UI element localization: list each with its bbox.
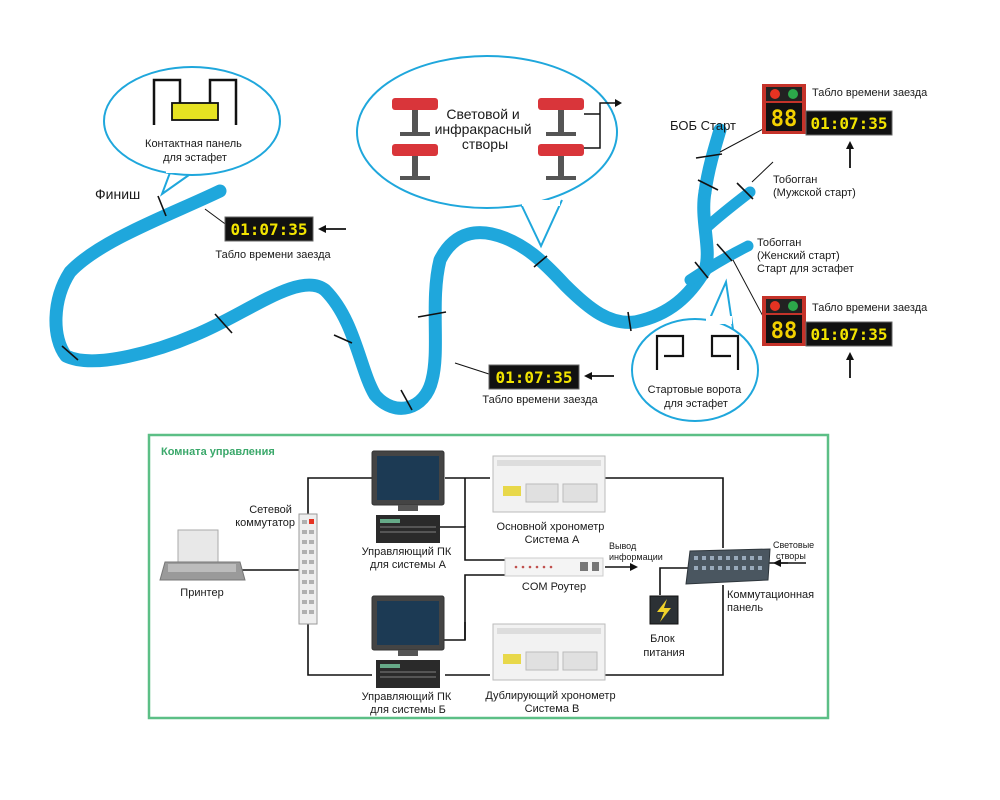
com-router-label: COM Роутер: [522, 581, 586, 593]
callout-start-gates: Стартовые ворота для эстафет: [631, 278, 759, 422]
toboggan-women-label: Тобогган (Женский старт) Старт для эстаф…: [757, 237, 854, 275]
power-unit-icon: [649, 595, 679, 625]
time-board-middle: 01:07:35 Табло времени заезда: [454, 362, 614, 406]
network-switch-icon: [298, 513, 318, 625]
start-gate-icon: [655, 334, 740, 370]
light-gates-label: Световые створы: [773, 540, 817, 561]
time-board-label: Табло времени заезда: [215, 249, 331, 261]
chronometer-b-label: Дублирующий хронометр Система В: [485, 690, 618, 715]
time-display: 01:07:35: [495, 368, 572, 387]
track-men-branch: [700, 186, 756, 234]
control-room: Комната управления: [147, 433, 830, 720]
bobsled-track: [49, 123, 756, 415]
start-board-bob: 88 01:07:35 Табло времени заезда: [719, 84, 928, 168]
start-gates-label: Стартовые ворота для эстафет: [648, 384, 745, 410]
finish-label: Финиш: [95, 186, 140, 202]
callout-contact-panel: Контактная панель для эстафет: [103, 66, 281, 197]
green-light-icon: [788, 301, 798, 311]
time-display: 01:07:35: [810, 114, 887, 133]
green-light-icon: [788, 89, 798, 99]
com-router-icon: [504, 557, 604, 577]
red-light-icon: [770, 301, 780, 311]
printer-label: Принтер: [180, 587, 223, 599]
patch-panel-icon: [685, 548, 771, 585]
patch-panel-label: Коммутационная панель: [727, 589, 817, 614]
chronometer-a-icon: [492, 455, 606, 513]
time-board-label: Табло времени заезда: [482, 394, 598, 406]
chronometer-a-label: Основной хронометр Система А: [497, 521, 608, 546]
start-board-women: 88 01:07:35 Табло времени заезда: [732, 259, 928, 378]
pc-a-icon: [371, 450, 445, 543]
start-number-display: 88: [771, 107, 798, 132]
pc-a-label: Управляющий ПК для системы А: [362, 546, 455, 571]
power-unit-label: Блок питания: [643, 633, 684, 659]
red-light-icon: [770, 89, 780, 99]
start-number-display: 88: [771, 319, 798, 344]
time-display: 01:07:35: [230, 220, 307, 239]
contact-panel-label: Контактная панель для эстафет: [145, 138, 245, 164]
printer-icon: [159, 529, 246, 581]
track-bob-branch: [698, 123, 727, 199]
gate-sensor-icons: [392, 98, 622, 180]
bob-start-label: БОБ Старт: [670, 118, 736, 133]
time-board-label: Табло времени заезда: [812, 87, 928, 99]
toboggan-men-label: Тобогган (Мужской старт): [773, 174, 856, 199]
timing-points: [61, 153, 754, 411]
time-display: 01:07:35: [810, 325, 887, 344]
pc-b-icon: [371, 595, 445, 688]
network-switch-label: Сетевой коммутатор: [235, 504, 295, 529]
contact-panel-icon: [152, 78, 238, 125]
connection-lines: [242, 477, 788, 676]
pc-b-label: Управляющий ПК для системы Б: [362, 691, 455, 716]
time-board-label: Табло времени заезда: [812, 302, 928, 314]
callout-light-ir-gates: Световой и инфракрасный створы: [356, 55, 622, 249]
time-board-finish: 01:07:35 Табло времени заезда: [204, 208, 346, 261]
track-women-branch: [684, 240, 754, 286]
data-output-label: Вывод информации: [609, 541, 663, 562]
lightning-icon: [657, 599, 671, 622]
chronometer-b-icon: [492, 623, 606, 681]
track-main: [49, 184, 714, 415]
light-ir-label: Световой и инфракрасный створы: [435, 106, 536, 152]
control-room-title: Комната управления: [161, 446, 275, 458]
